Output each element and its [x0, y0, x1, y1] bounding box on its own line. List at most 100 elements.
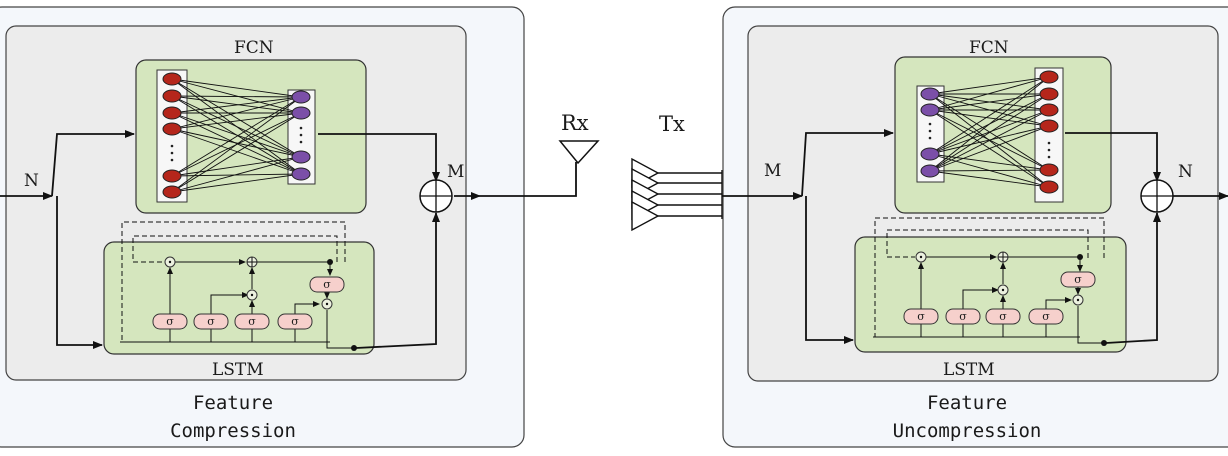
- left-fcn-ellipsis-dot: [299, 133, 303, 137]
- left-multiply-node: [321, 298, 333, 310]
- left-fcn-edge: [171, 95, 302, 98]
- left-fcn-edge: [171, 112, 302, 193]
- left-fcn-ellipsis-dot: [170, 144, 174, 148]
- svg-text:σ: σ: [917, 310, 925, 323]
- left-fcn-label: FCN: [234, 38, 274, 58]
- right-flow-lines: [722, 129, 1228, 344]
- left-fcn-edge: [171, 112, 302, 130]
- left-fcn-edge: [171, 173, 302, 193]
- right-fcn-label: FCN: [969, 38, 1009, 58]
- right-fcn-edge: [929, 76, 1050, 95]
- right-fcn-edge: [929, 93, 1050, 111]
- left-sigma-gate: σ: [277, 313, 313, 330]
- right-sigma-gate: σ: [985, 308, 1021, 325]
- svg-text:σ: σ: [999, 310, 1007, 323]
- right-fcn-edge: [929, 169, 1050, 172]
- right-fcn-block: [894, 56, 1112, 214]
- right-fcn-neuron: [920, 147, 940, 161]
- svg-text:σ: σ: [166, 315, 174, 328]
- right-fcn-neuron: [1039, 163, 1059, 177]
- right-fcn-ellipsis-dot: [928, 129, 932, 133]
- right-fcn-neuron: [1039, 180, 1059, 194]
- tx-antenna-element: [631, 200, 660, 232]
- svg-text:σ: σ: [248, 315, 256, 328]
- svg-text:σ: σ: [323, 278, 331, 291]
- left-fcn-ellipsis-dot: [170, 158, 174, 162]
- right-output-label: N: [1178, 162, 1193, 182]
- left-multiply-node: [246, 289, 258, 301]
- left-sigma-gate: σ: [152, 313, 188, 330]
- left-fcn-connections: [171, 78, 302, 193]
- right-fcn-edge: [929, 170, 1050, 188]
- right-fcn-connections: [929, 76, 1050, 188]
- right-fcn-ellipsis-dot: [1047, 155, 1051, 159]
- left-lstm-gates: σ σ σ σ σ: [152, 256, 357, 351]
- right-multiply-node: [915, 251, 927, 263]
- tx-antenna-array: [631, 157, 723, 232]
- left-input-label: N: [24, 171, 39, 191]
- rx-label: Rx: [561, 111, 589, 135]
- tx-label: Tx: [659, 112, 685, 136]
- left-sum-node: [419, 179, 453, 213]
- left-sigma-gate: σ: [193, 313, 229, 330]
- right-junction-dot: [1101, 340, 1107, 346]
- right-fcn-edge: [929, 125, 1050, 172]
- left-fcn-neuron: [162, 122, 182, 136]
- left-caption-line2: Compression: [170, 420, 296, 442]
- left-fcn-neuron: [291, 106, 311, 120]
- left-fcn-neuron: [291, 90, 311, 104]
- svg-text:σ: σ: [207, 315, 215, 328]
- left-fcn-ellipsis-dot: [170, 151, 174, 155]
- left-fcn-edge: [171, 128, 302, 158]
- right-fcn-neuron: [1039, 103, 1059, 117]
- right-fcn-edge: [929, 76, 1050, 155]
- right-fcn-ellipsis-dot: [928, 136, 932, 140]
- left-fcn-edge: [171, 112, 302, 175]
- right-caption-line2: Uncompression: [893, 420, 1042, 442]
- left-fcn-neuron: [291, 150, 311, 164]
- left-fcn-neuron: [162, 185, 182, 199]
- right-sum-node: [1140, 179, 1174, 213]
- right-lstm-label: LSTM: [943, 360, 995, 380]
- left-fcn-edge: [171, 112, 302, 158]
- left-fcn-edge: [171, 156, 302, 177]
- right-fcn-ellipsis-dot: [1047, 148, 1051, 152]
- right-fcn-edge: [929, 76, 1050, 172]
- left-fcn-edge: [171, 156, 302, 193]
- right-sigma-gate: σ: [903, 308, 939, 325]
- left-fcn-edge: [171, 78, 302, 114]
- right-lstm-block: [854, 236, 1127, 353]
- right-caption-line1: Feature: [927, 392, 1007, 414]
- left-fcn-edge: [171, 96, 302, 114]
- left-junction-dot: [351, 345, 357, 351]
- left-output-label: M: [447, 162, 464, 182]
- right-fcn-edge: [929, 93, 1050, 172]
- right-junction-dot: [1077, 254, 1083, 260]
- right-fcn-ellipsis-dot: [928, 122, 932, 126]
- left-sigma-gate: σ: [234, 313, 270, 330]
- left-fcn-neuron: [162, 89, 182, 103]
- right-sigma-gate: σ: [945, 308, 981, 325]
- right-fcn-neuron: [1039, 119, 1059, 133]
- svg-text:σ: σ: [959, 310, 967, 323]
- left-fcn-edge: [171, 96, 302, 130]
- svg-text:σ: σ: [1074, 273, 1082, 286]
- right-fcn-neuron: [1039, 70, 1059, 84]
- right-multiply-node: [1072, 294, 1084, 306]
- left-flow-lines: [0, 130, 577, 349]
- right-fcn-edge: [929, 76, 1050, 111]
- right-fcn-neurons: [920, 70, 1059, 194]
- right-lstm-gates: σ σ σ σ σ: [903, 251, 1107, 346]
- left-fcn-neuron: [162, 72, 182, 86]
- right-fcn-ellipsis-dot: [1047, 141, 1051, 145]
- left-junction-dot: [327, 259, 333, 265]
- right-fcn-neuron: [920, 103, 940, 117]
- rx-antenna: [558, 140, 600, 165]
- left-fcn-edge: [171, 96, 302, 177]
- svg-text:σ: σ: [1042, 310, 1050, 323]
- left-fcn-edge: [171, 78, 302, 158]
- right-fcn-neuron: [1039, 87, 1059, 101]
- left-sigma-gate: σ: [309, 276, 345, 293]
- left-fcn-neuron: [291, 167, 311, 181]
